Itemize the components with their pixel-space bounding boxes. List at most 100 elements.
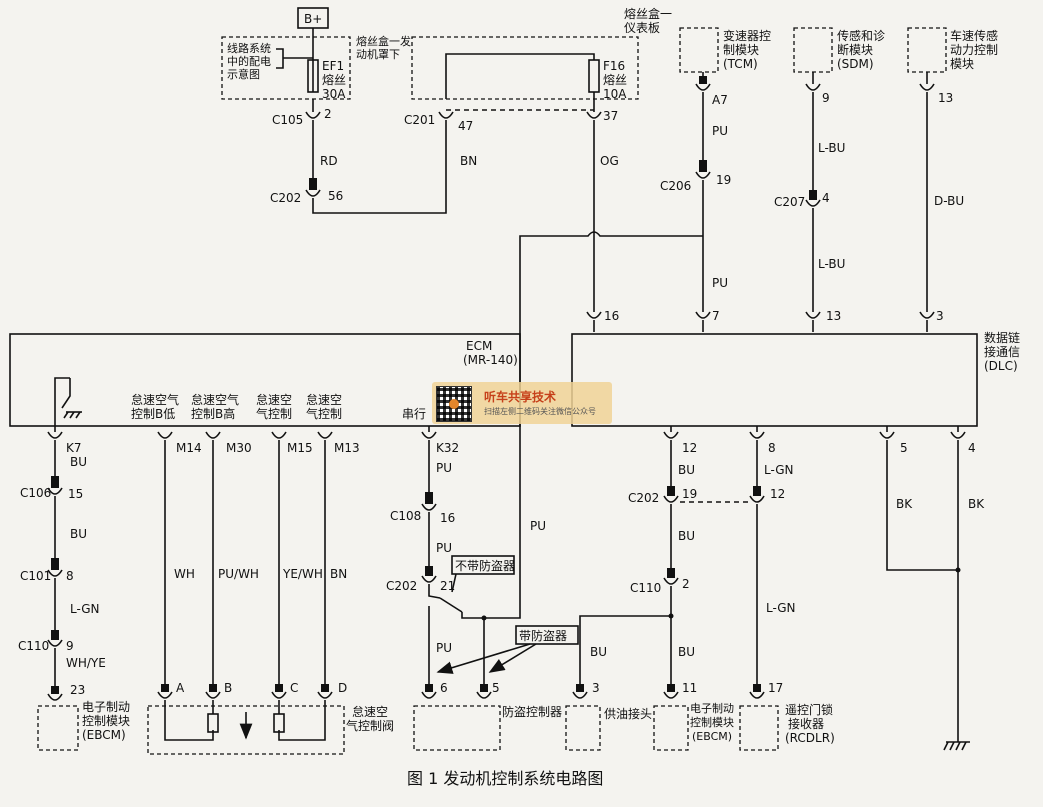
svg-text:C108: C108 [390,509,421,523]
immobilizer-module: 防盗控制器 [413,704,562,751]
svg-text:供油接头: 供油接头 [604,706,652,721]
wire-bu-4: BU [678,529,695,543]
svg-text:动机罩下: 动机罩下 [356,47,400,61]
svg-text:熔丝: 熔丝 [322,72,346,87]
svg-text:C101: C101 [20,569,51,583]
ecm-idle-control: 怠速空 [256,393,292,407]
ecm-box [9,333,521,427]
svg-text:C110: C110 [630,581,661,595]
svg-text:控制B高: 控制B高 [191,406,235,421]
wire-dbu: D-BU [934,194,964,208]
svg-text:气控制: 气控制 [256,406,292,421]
svg-text:中的配电: 中的配电 [227,54,271,68]
wire-bn: BN [460,154,477,168]
ebcm-right-module: 电子制动 控制模块 (EBCM) [653,702,734,751]
svg-text:5: 5 [492,681,500,695]
rcdlr-pins: 17 [749,681,783,699]
ecm-ground-switch-icon [54,377,82,426]
wire-pu-1: PU [712,124,728,138]
ecm-bottom-pins: K7 M14 M30 M15 M13 K32 [47,431,459,455]
tcm-module: 变速器控 制模块 (TCM) [679,27,771,73]
watermark-title: 听车共享技术 [484,390,557,404]
wire-pu-3: PU [436,461,452,475]
ground-icon [943,741,970,751]
idle-valve-pins: A B C D [157,681,347,699]
svg-text:制模块: 制模块 [723,43,759,57]
wire-rd: RD [320,154,338,168]
svg-text:4: 4 [968,441,976,455]
svg-text:11: 11 [682,681,697,695]
svg-text:M15: M15 [287,441,313,455]
wire-wh: WH [174,567,195,581]
svg-text:B: B [224,681,232,695]
svg-text:防盗控制器: 防盗控制器 [502,704,562,719]
connector-c201: C201 47 37 [404,109,618,133]
wire-lgn-1: L-GN [70,602,100,616]
sdm-module: 传感和诊 断模块 (SDM) [793,27,885,73]
svg-text:仪表板: 仪表板 [624,21,660,35]
wire-lbu-1: L-BU [818,141,845,155]
svg-text:56: 56 [328,189,343,203]
rcdlr-module: 遥控门锁 接收器 (RCDLR) [739,702,835,751]
wire-wh-ye: WH/YE [66,656,106,670]
svg-text:怠速空: 怠速空 [352,705,388,719]
svg-text:C105: C105 [272,113,303,127]
ecm-idle-b-high: 怠速空气 [191,392,239,407]
svg-text:3: 3 [936,309,944,323]
wire-lgn-2: L-GN [764,463,794,477]
svg-text:9: 9 [822,91,830,105]
svg-text:控制模块: 控制模块 [690,715,734,729]
wire-bu-1: BU [70,455,87,469]
wire-pu-2: PU [712,276,728,290]
no-antitheft-switch: 不带防盗器 [428,555,521,621]
svg-text:12: 12 [682,441,697,455]
fuse-ef1: EF1 熔丝 30A [307,59,346,101]
svg-text:示意图: 示意图 [227,67,260,81]
distribution-note: 线路系统 中的配电 示意图 [227,41,313,81]
fuse-box-engine-label: 熔丝盒一发 [356,34,411,48]
svg-text:15: 15 [68,487,83,501]
svg-text:M13: M13 [334,441,360,455]
watermark-subtitle: 扫描左侧二维码关注微信公众号 [484,407,596,416]
svg-text:10A: 10A [603,87,627,101]
svg-text:17: 17 [768,681,783,695]
svg-text:BU: BU [678,645,695,659]
svg-text:C110: C110 [18,639,49,653]
svg-text:(RCDLR): (RCDLR) [785,731,835,745]
svg-text:断模块: 断模块 [837,42,873,57]
wire-pu-5: PU [530,519,546,533]
svg-text:D: D [338,681,347,695]
svg-text:C207: C207 [774,195,805,209]
svg-text:C202: C202 [270,191,301,205]
svg-text:19: 19 [682,487,697,501]
svg-text:EF1: EF1 [322,59,344,73]
svg-text:8: 8 [768,441,776,455]
ecm-idle-b-low: 怠速空气 [131,392,179,407]
wire-pu-6: PU [436,641,452,655]
immobilizer-pins: 6 5 [421,681,500,699]
svg-text:19: 19 [716,173,731,187]
svg-text:C: C [290,681,298,695]
svg-text:30A: 30A [322,87,346,101]
svg-text:7: 7 [712,309,720,323]
ebcm-left-module: 电子制动 控制模块 (EBCM) [37,700,130,751]
svg-text:C206: C206 [660,179,691,193]
svg-text:9: 9 [66,639,74,653]
with-antitheft-label: 带防盗器 [436,625,579,674]
svg-text:变速器控: 变速器控 [723,28,771,43]
svg-text:模块: 模块 [950,57,974,71]
wire-bn-2: BN [330,567,347,581]
svg-text:8: 8 [66,569,74,583]
wire-bk-2: BK [968,497,985,511]
svg-text:电子制动: 电子制动 [690,702,734,715]
svg-text:16: 16 [604,309,619,323]
idle-valve-module: 怠速空 气控制阀 [147,700,394,755]
svg-text:C201: C201 [404,113,435,127]
connector-c202-top: C202 56 [270,178,343,205]
svg-text:控制B低: 控制B低 [131,407,175,421]
svg-text:(SDM): (SDM) [837,57,874,71]
bplus-label: B+ [304,12,322,26]
wire-lgn-3: L-GN [766,601,796,615]
ebcm-right-pins: 11 [663,681,697,699]
